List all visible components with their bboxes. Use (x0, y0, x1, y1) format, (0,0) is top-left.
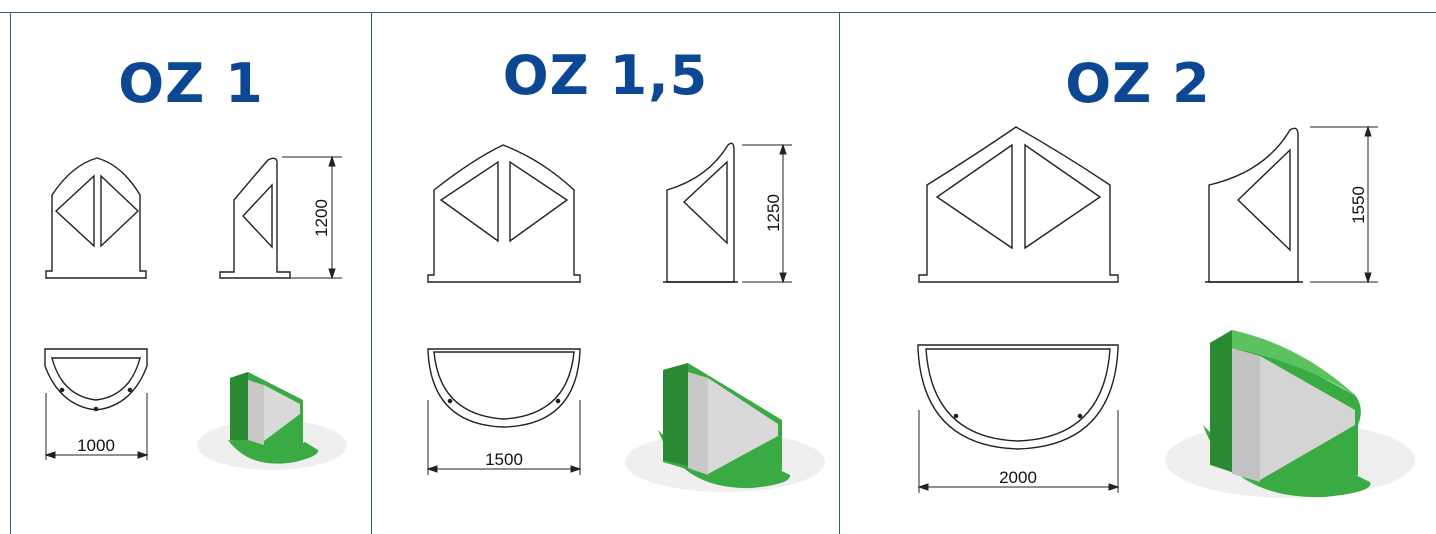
width-label: 1000 (77, 436, 115, 455)
panel-oz2: OZ 2 1550 (840, 0, 1436, 534)
oz1-5-height-dimension (742, 143, 792, 284)
oz1-drawings: 1200 1000 (44, 155, 347, 470)
oz1-3d-render (197, 372, 347, 470)
height-label: 1200 (312, 199, 331, 237)
oz1-side-view (219, 157, 291, 279)
oz1-width-dimension (44, 393, 149, 460)
height-label: 1250 (764, 194, 783, 232)
panel-title: OZ 1,5 (502, 44, 709, 107)
oz1-5-front-view (427, 144, 581, 283)
width-label: 2000 (999, 468, 1037, 487)
oz1-5-3d-render (625, 363, 825, 492)
frame-top-border (0, 12, 1436, 13)
frame-left-border (10, 12, 11, 534)
panel-title: OZ 2 (1065, 52, 1211, 115)
panel-divider-1 (371, 12, 372, 534)
oz1-5-width-dimension (426, 400, 582, 475)
oz2-drawings: 1550 2000 (917, 125, 1415, 498)
oz2-width-dimension (917, 410, 1120, 493)
panel-oz1: OZ 1 1200 (11, 0, 371, 534)
oz1-top-view (44, 348, 148, 412)
width-label: 1500 (485, 450, 523, 469)
oz2-height-dimension (1310, 125, 1378, 284)
oz1-5-drawings: 1250 1500 (426, 142, 825, 492)
oz1-front-view (45, 157, 147, 279)
panel-oz1-5: OZ 1,5 1250 (372, 0, 839, 534)
oz1-height-dimension (282, 155, 342, 280)
oz2-front-view (918, 126, 1119, 283)
oz1-5-side-view (663, 142, 738, 283)
height-label: 1550 (1349, 186, 1368, 224)
panel-divider-2 (839, 12, 840, 534)
oz2-side-view (1205, 127, 1303, 283)
oz1-5-top-view (427, 348, 581, 428)
panel-title: OZ 1 (118, 52, 264, 115)
oz2-top-view (917, 344, 1119, 450)
oz2-3d-render (1165, 330, 1415, 498)
